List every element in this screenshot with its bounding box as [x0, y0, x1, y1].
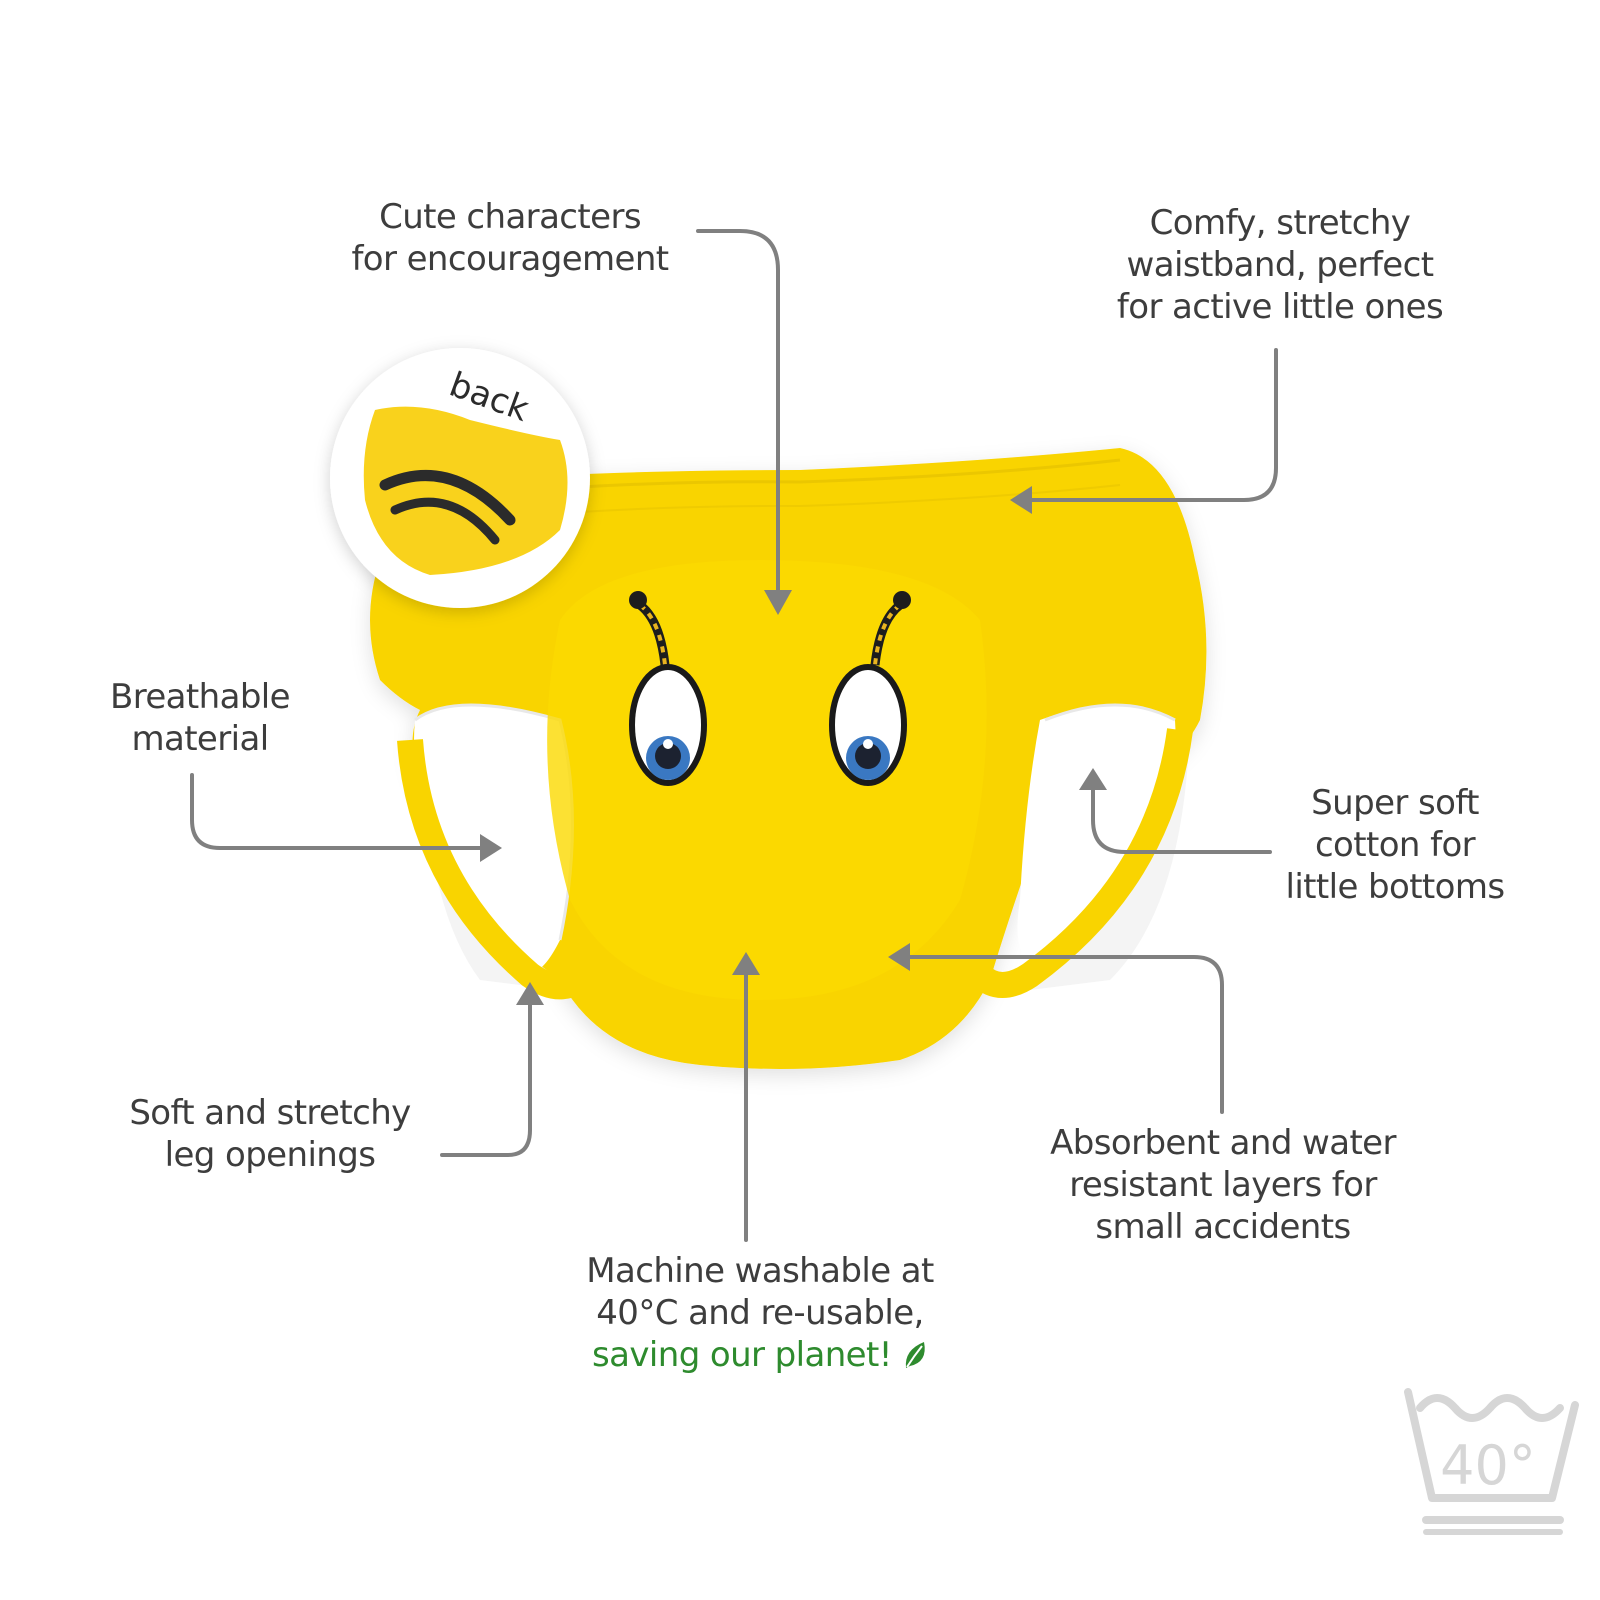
- callout-line: Super soft: [1311, 783, 1479, 823]
- arrow-icon: [480, 834, 502, 862]
- callout-line: Cute characters: [379, 197, 641, 237]
- callout-characters: Cute characters for encouragement: [330, 196, 690, 280]
- callout-breathable: Breathable material: [90, 676, 310, 760]
- callout-line: Machine washable at: [586, 1251, 934, 1291]
- wash-temperature: 40°: [1440, 1434, 1536, 1497]
- arrow-icon: [516, 982, 544, 1005]
- callout-absorbent: Absorbent and water resistant layers for…: [1018, 1122, 1428, 1248]
- callout-line: Breathable: [110, 677, 291, 717]
- callout-line: leg openings: [164, 1135, 376, 1175]
- arrow-characters: [696, 229, 780, 592]
- arrow-cotton: [1091, 788, 1272, 854]
- arrow-legs: [440, 1003, 532, 1157]
- callout-line: material: [131, 719, 269, 759]
- callout-line: for active little ones: [1116, 287, 1444, 327]
- callout-cotton: Super soft cotton for little bottoms: [1255, 782, 1535, 908]
- arrow-breathable: [190, 773, 482, 850]
- arrow-icon: [1010, 486, 1032, 514]
- callout-waistband: Comfy, stretchy waistband, perfect for a…: [1090, 202, 1470, 328]
- eco-text: saving our planet!: [592, 1335, 892, 1375]
- callout-line: Comfy, stretchy: [1149, 203, 1411, 243]
- arrow-icon: [764, 590, 792, 615]
- callout-line: waistband, perfect: [1126, 245, 1434, 285]
- callout-line: Soft and stretchy: [129, 1093, 411, 1133]
- callout-line: Absorbent and water: [1050, 1123, 1396, 1163]
- callout-line: for encouragement: [351, 239, 669, 279]
- callout-washable: Machine washable at 40°C and re-usable, …: [560, 1250, 960, 1376]
- arrow-icon: [732, 952, 760, 975]
- callout-line: small accidents: [1095, 1207, 1351, 1247]
- callout-leg-openings: Soft and stretchy leg openings: [105, 1092, 435, 1176]
- callout-line: little bottoms: [1285, 867, 1505, 907]
- character-antennae: [629, 591, 911, 666]
- leaf-icon: [905, 1342, 925, 1368]
- arrow-absorbent: [908, 955, 1224, 1114]
- arrow-icon: [888, 943, 910, 971]
- arrow-waistband: [1030, 348, 1278, 502]
- arrow-icon: [1079, 768, 1107, 790]
- callout-line: resistant layers for: [1069, 1165, 1377, 1205]
- callout-line: cotton for: [1314, 825, 1476, 865]
- callout-line-eco: saving our planet!: [560, 1334, 960, 1376]
- callout-line: 40°C and re-usable,: [596, 1293, 924, 1333]
- character-eyes: [629, 664, 907, 786]
